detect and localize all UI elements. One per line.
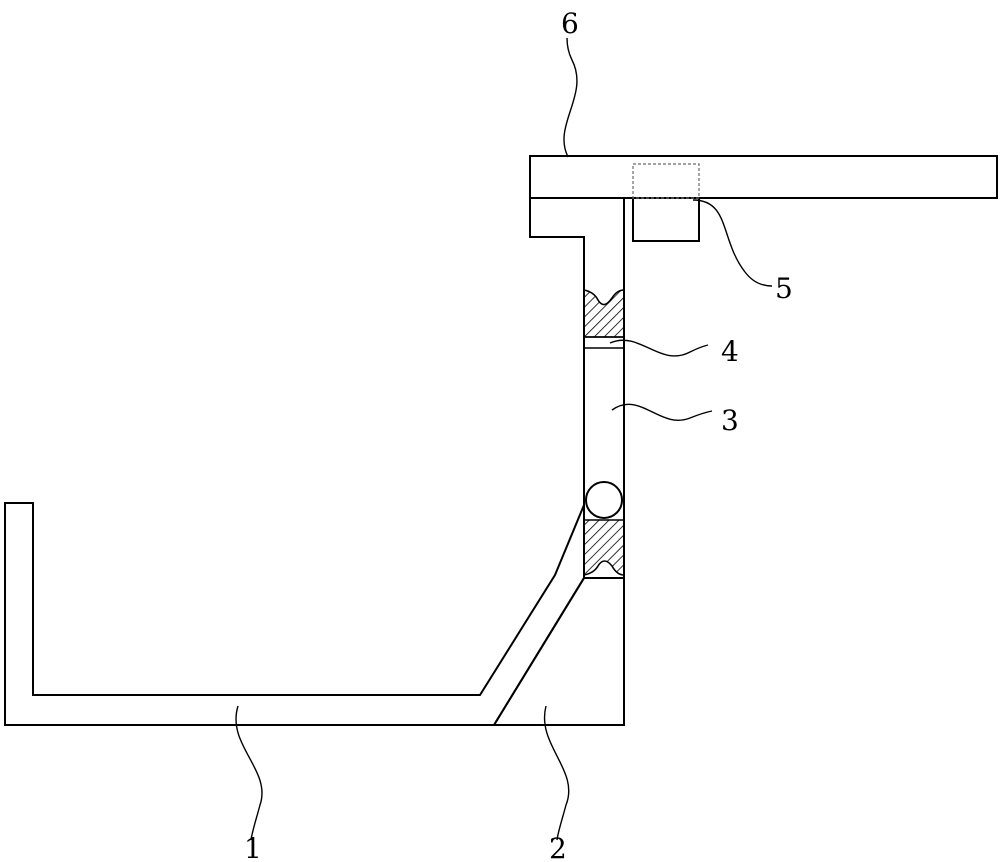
top-plate [529, 155, 998, 199]
leader-line-4 [609, 339, 709, 357]
vertical-column [529, 197, 625, 725]
sensor-hidden-outline [632, 163, 700, 199]
label-part-3: 3 [721, 404, 739, 437]
tray-part [4, 502, 585, 726]
upper-bearing-hatch [583, 289, 625, 338]
leader-line-3 [611, 403, 713, 421]
sensor-block [632, 197, 700, 242]
label-part-5: 5 [775, 272, 793, 305]
ball-bearing [585, 481, 623, 519]
label-part-1: 1 [244, 832, 262, 862]
lower-bearing-hatch [583, 519, 625, 576]
leader-line-2 [543, 705, 570, 841]
leader-line-6 [563, 37, 578, 158]
label-part-6: 6 [561, 7, 579, 40]
label-part-2: 2 [549, 832, 567, 862]
support-block [492, 577, 625, 726]
leader-line-5 [692, 199, 773, 287]
leader-line-1 [235, 705, 263, 841]
label-part-4: 4 [721, 335, 739, 368]
